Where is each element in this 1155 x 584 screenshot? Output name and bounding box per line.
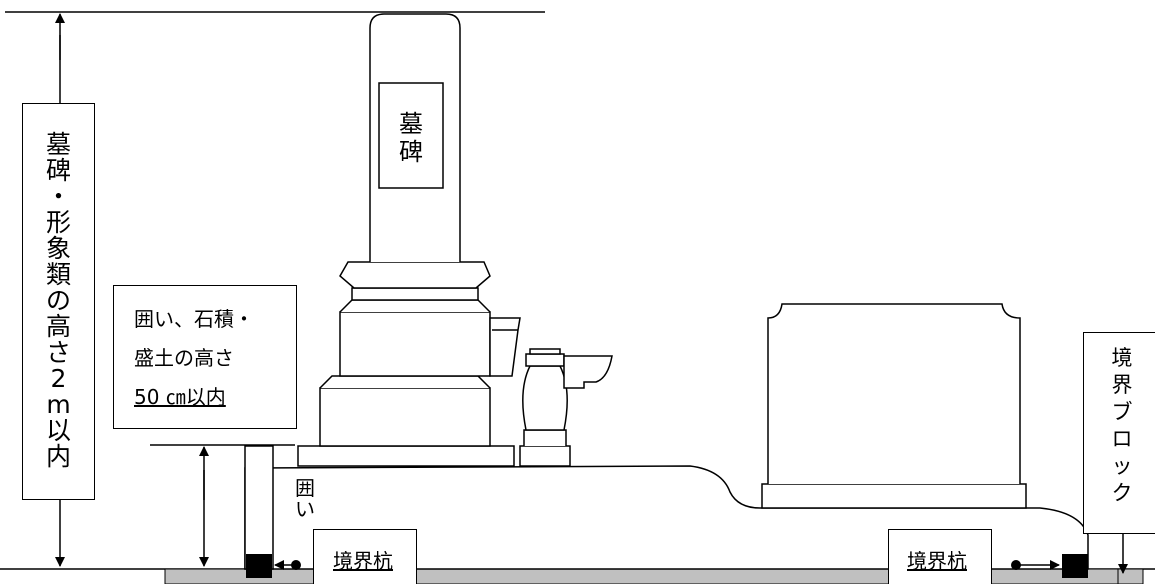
height-char: 以: [45, 416, 71, 445]
fence-char: い: [295, 497, 315, 521]
monument-upper-base-band: [351, 287, 479, 301]
boundary-stake-left: [246, 554, 272, 578]
fence-height-line3: 50 ㎝以内: [134, 385, 226, 409]
height-char: 類: [45, 260, 71, 289]
boundary-stake-left-label: 境界杭: [333, 549, 393, 573]
height-char: 内: [45, 442, 71, 471]
second-monument: [761, 303, 1027, 509]
incense-tray: [563, 355, 613, 389]
monument-char: 碑: [399, 138, 423, 166]
ground-strip: [164, 568, 1144, 584]
monument-middle-base-top: [339, 299, 491, 313]
fence-post: [244, 445, 274, 570]
fence-char: 囲: [295, 476, 315, 500]
monument-plaque: [378, 82, 444, 189]
monument-middle-base: [339, 311, 491, 377]
monument-lower-base: [319, 387, 491, 447]
fence-label: 囲い: [290, 478, 320, 520]
block-char: ロ: [1111, 427, 1133, 451]
stone-lantern: [519, 348, 571, 467]
boundary-block: [1117, 568, 1144, 584]
height-char: 象: [45, 234, 71, 263]
height-limit-box: [22, 103, 95, 500]
monument-upper-base: [339, 261, 491, 289]
flower-holder: [489, 317, 521, 377]
fence-height-box: [113, 285, 297, 429]
main-monument: [297, 13, 515, 467]
fence-height-line2: 盛土の高さ: [134, 346, 234, 370]
height-char: の: [45, 286, 71, 315]
boundary-stake-right: [1062, 554, 1088, 578]
height-char: ・: [45, 182, 71, 211]
boundary-block-label: 境界ブロック: [1102, 345, 1142, 507]
block-char: ブ: [1111, 400, 1133, 424]
boundary-stake-left-box: [313, 529, 417, 584]
monument-label: 墓碑: [379, 110, 443, 166]
height-char: 形: [45, 208, 71, 237]
height-char: さ: [45, 338, 71, 367]
height-char: 高: [45, 312, 71, 341]
monument-lower-base-top: [319, 375, 491, 389]
boundary-stake-right-label: 境界杭: [907, 549, 967, 573]
block-char: ク: [1111, 481, 1133, 505]
boundary-block-box: [1083, 332, 1155, 534]
height-char: 碑: [45, 156, 71, 185]
height-char: 2: [50, 364, 67, 393]
block-char: 界: [1111, 373, 1133, 397]
raised-plot: [244, 465, 1089, 570]
monument-base-slab: [297, 445, 515, 467]
height-char: 墓: [45, 130, 71, 159]
block-char: 境: [1111, 346, 1133, 370]
block-char: ッ: [1111, 454, 1133, 478]
fence-height-line1: 囲い、石積・: [134, 307, 254, 331]
boundary-stake-right-box: [888, 529, 992, 584]
monument-char: 墓: [399, 110, 423, 138]
height-char: m: [46, 390, 71, 419]
